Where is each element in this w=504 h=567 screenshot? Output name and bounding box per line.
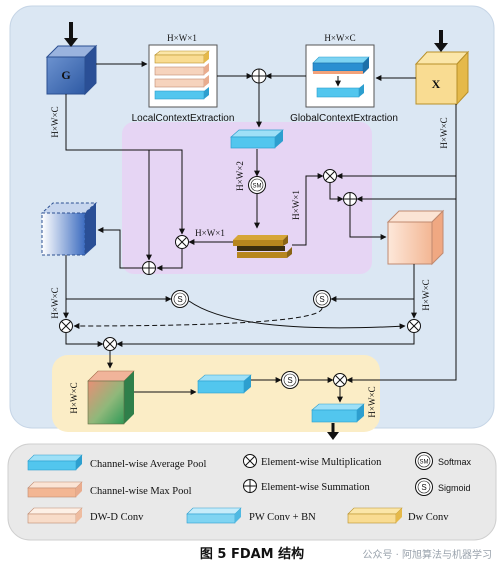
right-peach-block <box>386 209 445 266</box>
join-mult-node <box>103 337 117 351</box>
svg-text:S: S <box>287 376 292 385</box>
legend-dwd-label: DW-D Conv <box>90 512 144 523</box>
mult-to-sum-line <box>156 249 183 271</box>
x-down-to-bottom-line <box>346 176 457 383</box>
g-input-arrow <box>64 22 78 47</box>
purple-right-mult-node <box>323 169 337 183</box>
legend-maxpool-swatch <box>27 481 83 498</box>
svg-text:SM: SM <box>253 184 262 190</box>
legend-softmax-label: Softmax <box>438 457 472 467</box>
legend-pw-swatch <box>186 507 242 524</box>
softmax-node: SM <box>248 176 266 194</box>
global-dim-label: H×W×C <box>324 33 355 43</box>
right-sigmoid-node: S <box>313 290 331 308</box>
legend-dw-label: Dw Conv <box>408 512 449 523</box>
local-context-label: LocalContextExtraction <box>132 113 235 124</box>
bottom-left-dim: H×W×C <box>69 382 79 413</box>
g-down-line <box>65 94 185 235</box>
bottom-dwd-block <box>87 370 135 425</box>
purple-left-sum-node <box>142 261 156 275</box>
sigmoid-icon: S <box>415 478 433 496</box>
legend-sigmoid-label: Sigmoid <box>438 483 471 493</box>
g-side-dim: H×W×C <box>50 106 60 137</box>
sum-icon <box>243 479 257 493</box>
legend-avgpool-swatch <box>27 454 83 471</box>
bottom-right-dim: H×W×C <box>367 386 377 417</box>
hw1-right-label: H×W×1 <box>291 190 301 220</box>
g-label: G <box>61 68 70 82</box>
svg-text:S: S <box>421 483 426 492</box>
local-dim-label: H×W×1 <box>167 33 197 43</box>
legend-mult-label: Element-wise Multiplication <box>261 457 382 468</box>
hw2-dim-label: H×W×2 <box>235 161 245 191</box>
g-feature-block: G <box>45 44 98 96</box>
x-input-arrow <box>434 30 448 52</box>
softmax-icon: SM <box>415 452 433 470</box>
legend-pw-label: PW Conv + BN <box>249 512 316 523</box>
multiply-icon <box>243 454 257 468</box>
watermark: 公众号 · 阿旭算法与机器学习 <box>362 548 492 561</box>
x-label: X <box>432 77 441 91</box>
lower-right-mult-node <box>407 319 421 333</box>
legend-sum-label: Element-wise Summation <box>261 482 371 493</box>
svg-text:SM: SM <box>420 460 429 466</box>
x-side-dim: H×W×C <box>439 117 449 148</box>
bottom-mult-node <box>333 373 347 387</box>
sum-out-line <box>97 227 142 269</box>
sum-to-peach-line <box>349 206 387 240</box>
svg-text:S: S <box>319 295 324 304</box>
left-sigmoid-node: S <box>171 290 189 308</box>
right-mid-dim: H×W×C <box>421 279 431 310</box>
right-sigmoid-curve <box>73 307 323 329</box>
local-context-box <box>148 44 218 108</box>
global-context-box <box>305 44 375 108</box>
purple-right-sum-node <box>343 192 357 206</box>
purple-left-mult-node <box>175 235 189 249</box>
top-summation-node <box>251 68 267 84</box>
right-mult-to-sum-line <box>329 183 344 202</box>
gold-to-right-mult-line <box>292 173 324 246</box>
lower-left-mult-node <box>59 319 73 333</box>
bottom-sigmoid-node: S <box>281 371 299 389</box>
global-context-label: GlobalContextExtraction <box>290 113 398 124</box>
left-sigmoid-curve <box>188 300 406 330</box>
legend-avgpool-label: Channel-wise Average Pool <box>90 459 207 470</box>
legend-dwd-swatch <box>27 507 83 524</box>
left-mid-block <box>40 202 98 256</box>
legend-dw-swatch <box>347 507 403 524</box>
lower-left-to-join-line <box>65 333 104 347</box>
x-feature-block: X <box>414 50 470 106</box>
bottom-pw-block <box>197 374 252 394</box>
hw1-mult-label: H×W×1 <box>195 228 225 238</box>
legend-maxpool-label: Channel-wise Max Pool <box>90 486 192 497</box>
left-mid-dim: H×W×C <box>50 287 60 318</box>
gold-attention-block <box>233 235 292 258</box>
final-output-arrow <box>327 423 339 440</box>
lower-right-to-join-line <box>116 333 415 347</box>
bottom-output-block <box>311 403 365 423</box>
figure-caption: 图 5 FDAM 结构 <box>200 546 304 562</box>
svg-text:S: S <box>177 295 182 304</box>
hw2-pooled-block <box>230 129 284 149</box>
